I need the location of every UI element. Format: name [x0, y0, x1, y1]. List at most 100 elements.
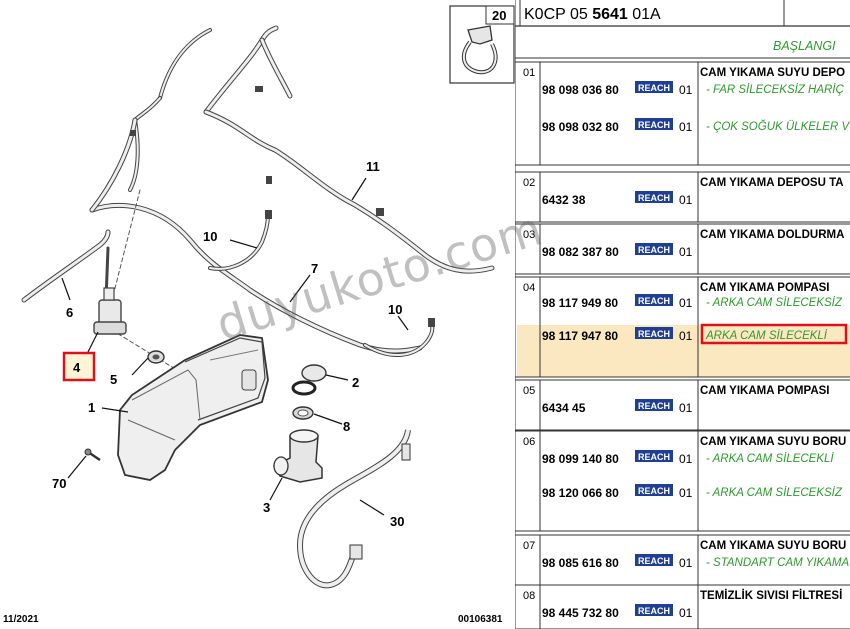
- reach-badge: [635, 294, 673, 306]
- part-note: ARKA CAM SİLECEKLİ: [705, 330, 828, 342]
- selected-note-highlight: [700, 323, 848, 345]
- part-qty: 01: [679, 193, 693, 207]
- part-note: - FAR SİLECEKSİZ HARİÇ: [706, 84, 845, 96]
- reach-badge-label: REACH: [638, 83, 670, 93]
- part-ref[interactable]: 98 099 140 80: [542, 452, 619, 466]
- part-qty: 01: [679, 329, 693, 343]
- callout-70: 70: [52, 476, 66, 491]
- ref-code: K0CP 05 5641 01A: [524, 6, 661, 23]
- callout-8: 8: [343, 419, 350, 434]
- reach-badge: [635, 327, 673, 339]
- callout-6: 6: [66, 305, 73, 320]
- reach-badge: [635, 81, 673, 93]
- hose-10-upper: [208, 213, 270, 271]
- group-title: CAM YIKAMA SUYU BORU: [700, 436, 846, 448]
- part-group-01: 01 CAM YIKAMA SUYU DEPO 98 098 036 80 REACH…: [515, 61, 850, 166]
- part-ref[interactable]: 98 098 032 80: [542, 120, 619, 134]
- reach-badge: [635, 243, 673, 255]
- part-note: - STANDART CAM YIKAMA: [706, 557, 849, 569]
- part-qty: 01: [679, 296, 693, 310]
- callout-5: 5: [110, 372, 117, 387]
- reach-badge: [635, 191, 673, 203]
- drawing-number: 00106381: [458, 614, 503, 625]
- reservoir-tank-1: [117, 334, 269, 481]
- exploded-parts-diagram: 11 10 7 6 10 5 1 2 8 3 70 30 4 20 11/202…: [3, 5, 515, 625]
- pump-4: [93, 287, 127, 335]
- part-note: - ARKA CAM SİLECEKLİ: [706, 453, 834, 465]
- part-group-05: 05 CAM YIKAMA POMPASI 6434 45 REACH 01: [515, 379, 850, 431]
- selected-row-bg: [517, 325, 850, 377]
- part-qty: 01: [679, 245, 693, 259]
- reach-badge-label: REACH: [638, 401, 670, 411]
- reach-badge-label: REACH: [638, 452, 670, 462]
- group-number: 04: [523, 282, 535, 294]
- callout-4-highlight-box: [62, 351, 96, 382]
- reach-badge-label: REACH: [638, 120, 670, 130]
- callout-7: 7: [311, 261, 318, 276]
- part-group-03: 03 CAM YIKAMA DOLDURMA 98 082 387 80 REACH 0…: [515, 223, 850, 275]
- reach-badge: [635, 399, 673, 411]
- part-ref[interactable]: 98 085 616 80: [542, 556, 619, 570]
- part-ref[interactable]: 98 445 732 80: [542, 606, 619, 620]
- reach-badge: [635, 554, 673, 566]
- hose-30: [296, 429, 411, 589]
- part-ref[interactable]: 98 082 387 80: [542, 245, 619, 259]
- reach-badge: [635, 484, 673, 496]
- part-qty: 01: [679, 120, 693, 134]
- reach-badge: [635, 604, 673, 616]
- group-title: CAM YIKAMA DEPOSU TA: [700, 177, 844, 189]
- filler-neck-3: [272, 429, 323, 483]
- hose-7: [89, 117, 423, 354]
- part-ref[interactable]: 98 117 949 80: [542, 296, 618, 310]
- callout-3: 3: [263, 500, 270, 515]
- reach-badge-label: REACH: [638, 556, 670, 566]
- callout-10-right: 10: [388, 302, 402, 317]
- seal-8: [292, 406, 314, 420]
- inset-part-20: 20: [449, 5, 515, 84]
- group-title: CAM YIKAMA DOLDURMA: [700, 229, 844, 241]
- reach-badge-label: REACH: [638, 245, 670, 255]
- part-ref[interactable]: 98 098 036 80: [542, 83, 619, 97]
- group-number: 08: [523, 590, 535, 602]
- callout-10-upper: 10: [203, 229, 217, 244]
- part-ref[interactable]: 6434 45: [542, 401, 586, 415]
- reach-badge-label: REACH: [638, 329, 670, 339]
- group-title: CAM YIKAMA POMPASI: [700, 385, 830, 397]
- part-qty: 01: [679, 401, 693, 415]
- part-ref[interactable]: 98 117 947 80: [542, 329, 618, 343]
- part-qty: 01: [679, 606, 693, 620]
- group-number: 05: [523, 385, 535, 397]
- part-ref[interactable]: 6432 38: [542, 193, 586, 207]
- group-title: CAM YIKAMA SUYU DEPO: [700, 67, 845, 79]
- part-ref[interactable]: 98 120 066 80: [542, 486, 619, 500]
- group-title: TEMİZLİK SIVISI FİLTRESİ: [700, 589, 842, 602]
- reach-badge-label: REACH: [638, 193, 670, 203]
- part-qty: 01: [679, 486, 693, 500]
- drawing-date: 11/2021: [3, 614, 39, 625]
- part-note: - ARKA CAM SİLECEKSİZ: [706, 297, 843, 309]
- callout-2: 2: [352, 375, 359, 390]
- hose-harness-11: [128, 25, 495, 274]
- part-group-08: 08 TEMİZLİK SIVISI FİLTRESİ 98 445 732 80 R…: [515, 584, 850, 629]
- callout-4: 4: [73, 360, 81, 375]
- reach-badge-label: REACH: [638, 606, 670, 616]
- part-qty: 01: [679, 556, 693, 570]
- callout-30: 30: [390, 514, 404, 529]
- callout-1: 1: [88, 400, 95, 415]
- reach-badge: [635, 118, 673, 130]
- group-number: 03: [523, 229, 535, 241]
- grommet-5: [147, 350, 165, 364]
- group-number: 01: [523, 67, 535, 79]
- screw-70: [84, 448, 101, 462]
- filler-cap-2: [291, 364, 327, 396]
- callout-20: 20: [492, 8, 506, 23]
- part-note: - ARKA CAM SİLECEKSİZ: [706, 487, 843, 499]
- part-qty: 01: [679, 452, 693, 466]
- reach-badge: [635, 450, 673, 462]
- callout-11: 11: [366, 159, 380, 174]
